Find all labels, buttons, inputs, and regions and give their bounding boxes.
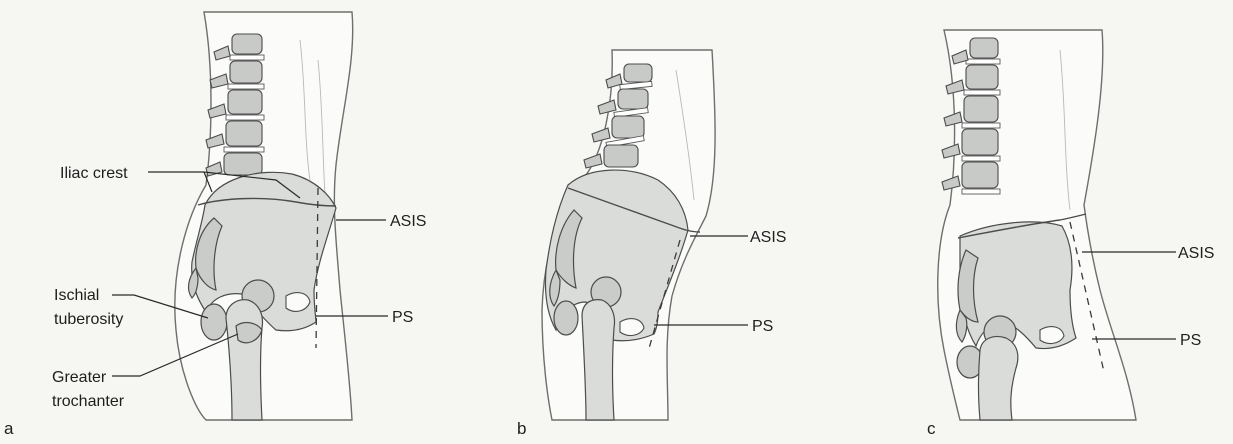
intervertebral-disc (226, 115, 264, 120)
panel-b: ASIS PS b (517, 50, 786, 438)
femur (582, 300, 615, 420)
vertebra (604, 145, 638, 167)
panel-c-illustration (938, 30, 1136, 420)
vertebra (962, 129, 998, 155)
asis-label: ASIS (750, 229, 786, 246)
panel-letter-a: a (4, 419, 14, 438)
intervertebral-disc (224, 147, 264, 152)
intervertebral-disc (966, 59, 1000, 64)
greater-trochanter-label-line1: Greater (52, 369, 107, 386)
panel-letter-b: b (517, 419, 526, 438)
vertebra (226, 121, 262, 146)
intervertebral-disc (962, 123, 1000, 128)
vertebra (624, 64, 652, 82)
vertebra (228, 90, 262, 114)
intervertebral-disc (230, 55, 264, 60)
panel-a-illustration (175, 12, 353, 420)
vertebra (966, 65, 998, 89)
intervertebral-disc (962, 156, 1000, 161)
vertebra (962, 162, 998, 188)
iliac-crest-label: Iliac crest (60, 165, 128, 182)
asis-label: ASIS (390, 213, 426, 230)
vertebra (612, 116, 644, 138)
femur (226, 300, 262, 420)
intervertebral-disc (964, 90, 1000, 95)
vertebra (970, 38, 998, 58)
ps-label: PS (1180, 332, 1201, 349)
ps-label: PS (752, 318, 773, 335)
vertebra (224, 153, 262, 175)
vertebra (618, 89, 648, 109)
panel-c: ASIS PS c (927, 30, 1214, 438)
vertebra (232, 34, 262, 54)
vertebra (230, 61, 262, 83)
intervertebral-disc (962, 189, 1000, 194)
ischial-tuberosity-label-line2: tuberosity (54, 311, 123, 328)
ischial-tuberosity-bone (201, 304, 227, 340)
intervertebral-disc (228, 84, 264, 89)
obturator-foramen (620, 319, 644, 336)
vertebra (964, 96, 998, 122)
obturator-foramen (1040, 327, 1064, 344)
panel-letter-c: c (927, 419, 936, 438)
ischial-tuberosity-label-line1: Ischial (54, 287, 99, 304)
ps-label: PS (392, 309, 413, 326)
panel-b-illustration (542, 50, 715, 420)
ischial-tuberosity-bone (554, 301, 578, 335)
asis-label: ASIS (1178, 245, 1214, 262)
greater-trochanter-label-line2: trochanter (52, 393, 125, 410)
panel-a: Iliac crest ASIS PS Ischial tuberosity G… (4, 12, 426, 438)
